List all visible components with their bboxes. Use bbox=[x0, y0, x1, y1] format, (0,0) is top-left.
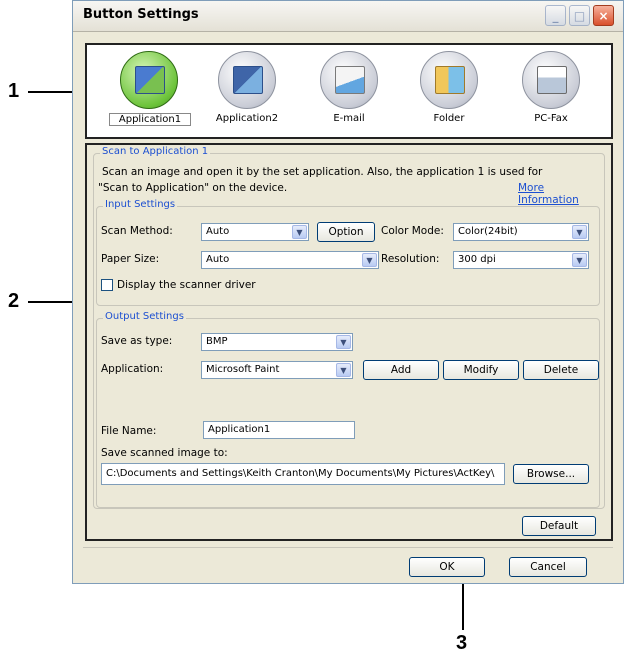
destination-icon-bar: Application1 Application2 E-mail Folder … bbox=[85, 43, 613, 139]
default-button[interactable]: Default bbox=[522, 516, 596, 536]
callout-number-3: 3 bbox=[456, 632, 468, 654]
browse-button[interactable]: Browse... bbox=[513, 464, 589, 484]
paper-size-value: Auto bbox=[206, 254, 230, 265]
paper-size-label: Paper Size: bbox=[101, 253, 160, 265]
icon-circle bbox=[522, 51, 580, 109]
cancel-button[interactable]: Cancel bbox=[509, 557, 587, 577]
save-to-label: Save scanned image to: bbox=[101, 447, 228, 459]
callout-line-2 bbox=[28, 301, 84, 303]
paper-size-select[interactable]: Auto ▼ bbox=[201, 251, 379, 269]
maximize-icon: □ bbox=[573, 8, 586, 23]
callout-number-1: 1 bbox=[8, 80, 20, 102]
icon-circle bbox=[420, 51, 478, 109]
delete-button[interactable]: Delete bbox=[523, 360, 599, 380]
save-as-type-value: BMP bbox=[206, 336, 228, 347]
color-mode-label: Color Mode: bbox=[381, 225, 444, 237]
save-path-input[interactable]: C:\Documents and Settings\Keith Cranton\… bbox=[101, 463, 505, 485]
footer-divider bbox=[83, 547, 613, 548]
close-icon: × bbox=[598, 8, 609, 23]
button-settings-window: Button Settings _ □ × Application1 Appli… bbox=[72, 0, 624, 584]
ok-button[interactable]: OK bbox=[409, 557, 485, 577]
icon-circle bbox=[320, 51, 378, 109]
destination-label: PC-Fax bbox=[534, 113, 568, 124]
display-scanner-driver-label: Display the scanner driver bbox=[117, 279, 256, 291]
scan-to-application-group: Scan to Application 1 Scan an image and … bbox=[93, 146, 605, 536]
destination-application1[interactable]: Application1 bbox=[109, 49, 191, 137]
destination-application2[interactable]: Application2 bbox=[207, 49, 287, 137]
scan-description-line2: "Scan to Application" on the device. bbox=[98, 182, 288, 194]
input-settings-group: Input Settings Scan Method: Auto ▼ Optio… bbox=[96, 199, 600, 306]
scan-group-legend: Scan to Application 1 bbox=[100, 146, 211, 157]
destination-label: Application1 bbox=[109, 113, 191, 126]
minimize-button[interactable]: _ bbox=[545, 5, 566, 26]
save-as-type-select[interactable]: BMP ▼ bbox=[201, 333, 353, 351]
scan-method-label: Scan Method: bbox=[101, 225, 173, 237]
color-mode-value: Color(24bit) bbox=[458, 226, 518, 237]
file-name-value: Application1 bbox=[208, 424, 271, 435]
destination-email[interactable]: E-mail bbox=[309, 49, 389, 137]
chevron-down-icon[interactable]: ▼ bbox=[336, 335, 351, 349]
save-path-value: C:\Documents and Settings\Keith Cranton\… bbox=[106, 468, 495, 479]
email-icon bbox=[335, 66, 365, 94]
maximize-button[interactable]: □ bbox=[569, 5, 590, 26]
minimize-icon: _ bbox=[552, 8, 559, 23]
resolution-label: Resolution: bbox=[381, 253, 440, 265]
chevron-down-icon[interactable]: ▼ bbox=[292, 225, 307, 239]
add-button[interactable]: Add bbox=[363, 360, 439, 380]
folder-icon bbox=[435, 66, 465, 94]
destination-label: Folder bbox=[433, 113, 465, 124]
scan-method-select[interactable]: Auto ▼ bbox=[201, 223, 309, 241]
modify-button[interactable]: Modify bbox=[443, 360, 519, 380]
display-scanner-driver-checkbox[interactable] bbox=[101, 279, 113, 291]
window-title: Button Settings bbox=[83, 7, 199, 22]
save-as-type-label: Save as type: bbox=[101, 335, 173, 347]
pcfax-icon bbox=[537, 66, 567, 94]
color-mode-select[interactable]: Color(24bit) ▼ bbox=[453, 223, 589, 241]
destination-folder[interactable]: Folder bbox=[409, 49, 489, 137]
application-select[interactable]: Microsoft Paint ▼ bbox=[201, 361, 353, 379]
application-value: Microsoft Paint bbox=[206, 364, 280, 375]
chevron-down-icon[interactable]: ▼ bbox=[572, 253, 587, 267]
chevron-down-icon[interactable]: ▼ bbox=[336, 363, 351, 377]
resolution-select[interactable]: 300 dpi ▼ bbox=[453, 251, 589, 269]
file-name-label: File Name: bbox=[101, 425, 157, 437]
file-name-input[interactable]: Application1 bbox=[203, 421, 355, 439]
destination-label: Application2 bbox=[215, 113, 279, 124]
scan-description-line1: Scan an image and open it by the set app… bbox=[102, 166, 543, 178]
output-settings-group: Output Settings Save as type: BMP ▼ Appl… bbox=[96, 311, 600, 508]
settings-panel: Scan to Application 1 Scan an image and … bbox=[85, 143, 613, 541]
option-button[interactable]: Option bbox=[317, 222, 375, 242]
scan-method-value: Auto bbox=[206, 226, 230, 237]
application1-icon bbox=[135, 66, 165, 94]
resolution-value: 300 dpi bbox=[458, 254, 496, 265]
application-label: Application: bbox=[101, 363, 164, 375]
application2-icon bbox=[233, 66, 263, 94]
close-button[interactable]: × bbox=[593, 5, 614, 26]
destination-label: E-mail bbox=[333, 113, 365, 124]
input-settings-legend: Input Settings bbox=[103, 199, 178, 210]
destination-pcfax[interactable]: PC-Fax bbox=[511, 49, 591, 137]
icon-circle bbox=[120, 51, 178, 109]
output-settings-legend: Output Settings bbox=[103, 311, 186, 322]
chevron-down-icon[interactable]: ▼ bbox=[362, 253, 377, 267]
icon-circle bbox=[218, 51, 276, 109]
title-bar[interactable]: Button Settings _ □ × bbox=[73, 1, 623, 32]
more-information-link[interactable]: More Information bbox=[518, 182, 579, 206]
callout-number-2: 2 bbox=[8, 290, 20, 312]
callout-line-1 bbox=[28, 91, 84, 93]
callout-line-3 bbox=[462, 566, 464, 630]
chevron-down-icon[interactable]: ▼ bbox=[572, 225, 587, 239]
